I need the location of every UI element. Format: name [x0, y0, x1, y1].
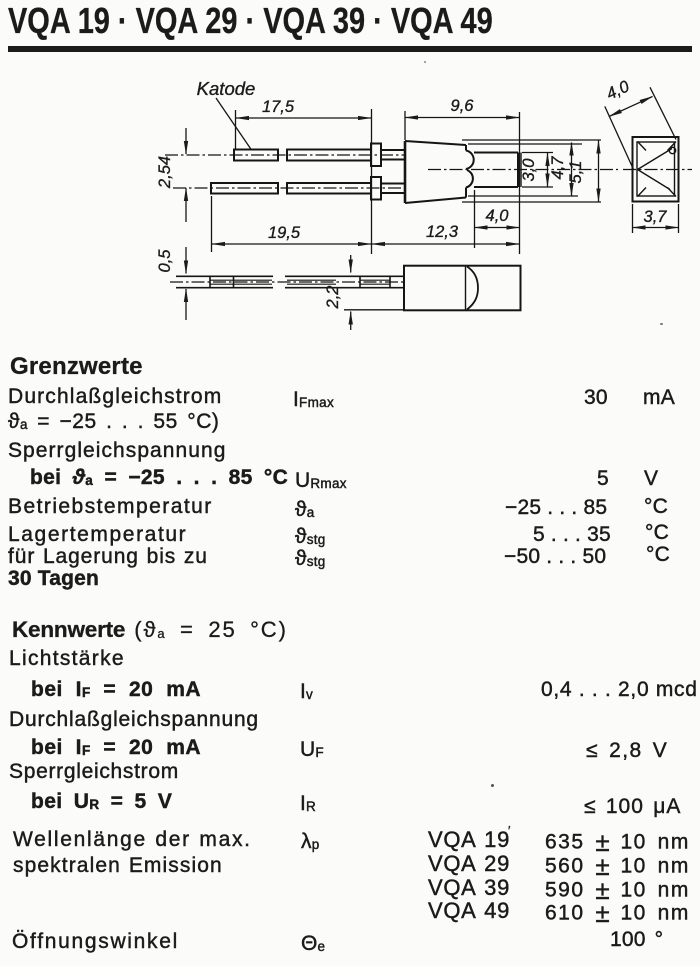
svg-text:0,5: 0,5 [156, 249, 174, 273]
svg-text:Katode: Katode [197, 78, 256, 99]
svg-text:2,2: 2,2 [324, 286, 342, 310]
svg-text:3,0: 3,0 [520, 158, 538, 182]
svg-text:9,6: 9,6 [451, 97, 475, 115]
svg-text:3,7: 3,7 [644, 208, 668, 226]
svg-text:4,7: 4,7 [549, 156, 567, 180]
svg-text:4,0: 4,0 [486, 207, 510, 225]
svg-text:19,5: 19,5 [268, 224, 301, 242]
svg-text:4,0: 4,0 [604, 77, 633, 103]
svg-text:5,1: 5,1 [567, 161, 585, 184]
svg-text:2,54: 2,54 [156, 156, 174, 189]
svg-text:12,3: 12,3 [426, 223, 459, 241]
svg-text:17,5: 17,5 [262, 98, 295, 116]
